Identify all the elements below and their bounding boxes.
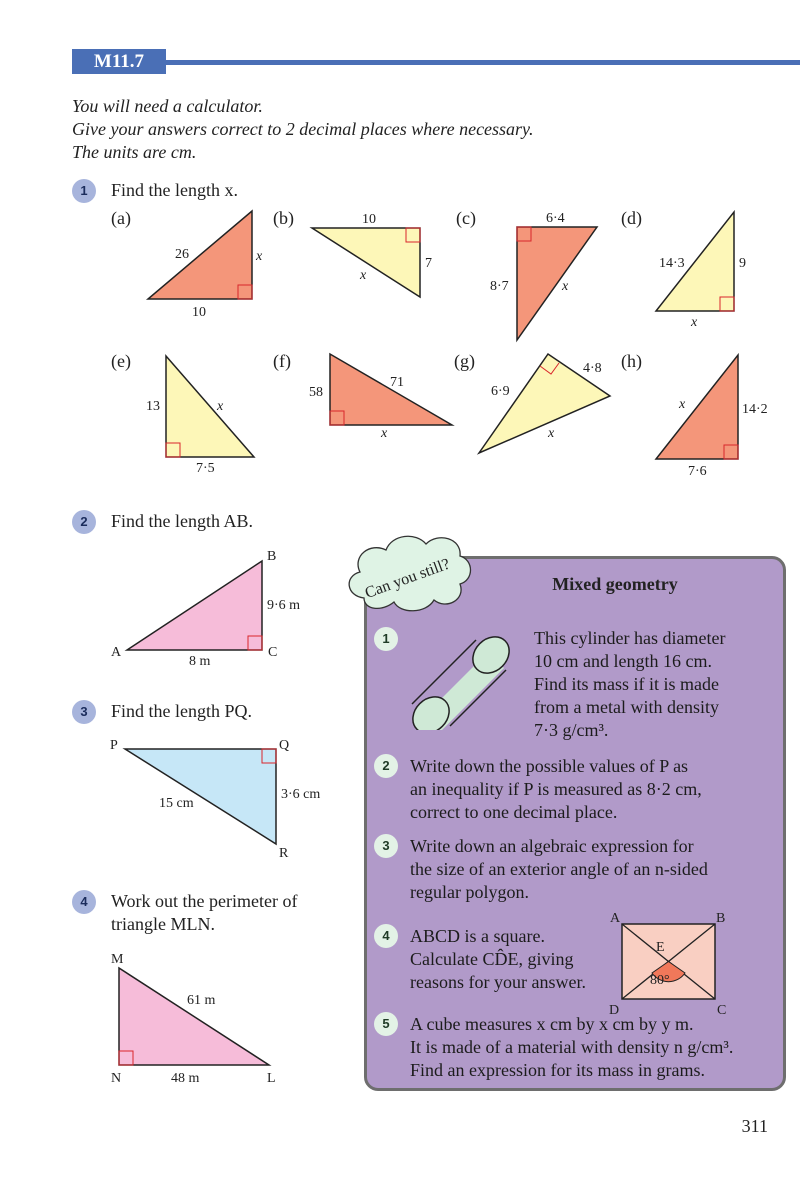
triangle-b: 10 7 x: [309, 212, 432, 299]
side-label: 26: [175, 247, 189, 262]
mixed-geometry-panel: [364, 556, 786, 1091]
side-label: x: [547, 426, 555, 441]
instruction-line: The units are cm.: [72, 142, 197, 162]
side-label: x: [678, 397, 686, 412]
cloud-badge: Can you still?: [348, 535, 472, 612]
vertex-label: B: [267, 549, 276, 564]
part-label: (c): [456, 208, 476, 228]
side-label: 7: [425, 256, 432, 271]
question-text: Find the length PQ.: [111, 701, 253, 721]
side-label: 14·3: [659, 256, 685, 271]
vertex-label: C: [268, 645, 277, 660]
side-label: 14·2: [742, 402, 768, 417]
side-label: 58: [309, 385, 323, 400]
panel-title: Mixed geometry: [552, 574, 678, 594]
triangle-abc: A B C 9·6 m 8 m: [111, 549, 300, 669]
item-number: 5: [374, 1012, 398, 1036]
triangle-g: 6·9 4·8 x: [476, 352, 612, 455]
question-text: Find the length x.: [111, 180, 238, 200]
vertex-label: P: [110, 738, 118, 753]
part-label: (a): [111, 208, 131, 228]
vertex-label: A: [610, 911, 621, 926]
item-text: A cube measures x cm by x cm by y m. It …: [410, 1014, 734, 1080]
item-text: This cylinder has diameter 10 cm and len…: [534, 628, 726, 740]
vertex-label: M: [111, 952, 124, 967]
item-number: 2: [374, 754, 398, 778]
side-label: 71: [390, 375, 404, 390]
question-number: 2: [72, 510, 96, 534]
square-diagram: A B C D E 80°: [609, 911, 726, 1016]
side-label: x: [216, 399, 224, 414]
vertex-label: A: [111, 645, 122, 660]
triangle-e: 13 x 7·5: [146, 353, 256, 476]
side-label: 6·9: [491, 384, 510, 399]
cylinder-diagram: [411, 636, 510, 730]
item-text: Write down an algebraic expression for t…: [410, 836, 708, 902]
part-label: (d): [621, 208, 642, 228]
triangle-mln: M N L 61 m 48 m: [111, 952, 276, 1086]
vertex-label: N: [111, 1071, 121, 1086]
part-label: (f): [273, 351, 291, 371]
part-label: (e): [111, 351, 131, 371]
part-label: (b): [273, 208, 294, 228]
item-text: Write down the possible values of P as a…: [410, 756, 702, 822]
side-label: 13: [146, 399, 160, 414]
question-text: Work out the perimeter of triangle MLN.: [111, 890, 298, 936]
vertex-label: B: [716, 911, 725, 926]
vertex-label: D: [609, 1003, 619, 1016]
question-line: triangle MLN.: [111, 914, 215, 934]
triangle-c: 6·4 8·7 x: [490, 211, 599, 343]
triangle-d: 14·3 9 x: [654, 209, 746, 330]
side-label: 8 m: [189, 654, 211, 669]
side-label: 48 m: [171, 1071, 200, 1086]
triangle-h: x 14·2 7·6: [654, 352, 768, 479]
part-label: (h): [621, 351, 642, 371]
vertex-label: L: [267, 1071, 276, 1086]
question-number: 4: [72, 890, 96, 914]
side-label: 10: [362, 212, 376, 227]
side-label: x: [380, 426, 388, 441]
question-text: Find the length AB.: [111, 511, 254, 531]
side-label: 7·5: [196, 461, 215, 476]
side-label: 9·6 m: [267, 598, 300, 613]
side-label: 10: [192, 305, 206, 320]
vertex-label: E: [656, 940, 665, 955]
side-label: 7·6: [688, 464, 707, 479]
vertex-label: Q: [279, 738, 289, 753]
part-label: (g): [454, 351, 475, 371]
side-label: 4·8: [583, 361, 602, 376]
side-label: x: [359, 268, 367, 283]
side-label: 15 cm: [159, 796, 194, 811]
question-number: 3: [72, 700, 96, 724]
vertex-label: C: [717, 1003, 726, 1016]
section-code: M11.7: [72, 49, 166, 74]
angle-label: 80°: [650, 973, 670, 988]
item-number: 1: [374, 627, 398, 651]
instruction-line: You will need a calculator.: [72, 96, 263, 116]
header-rule: [166, 60, 800, 65]
item-text: ABCD is a square. Calculate CD̂E, giving…: [410, 926, 586, 992]
question-line: Work out the perimeter of: [111, 891, 298, 911]
instruction-line: Give your answers correct to 2 decimal p…: [72, 119, 534, 139]
side-label: 3·6 cm: [281, 787, 320, 802]
triangle-a: 26 x 10: [145, 209, 263, 320]
side-label: 61 m: [187, 993, 216, 1008]
vertex-label: R: [279, 846, 289, 861]
question-number: 1: [72, 179, 96, 203]
side-label: 6·4: [546, 211, 565, 226]
side-label: 8·7: [490, 279, 509, 294]
instructions: You will need a calculator. Give your an…: [72, 95, 534, 164]
triangle-f: 58 71 x: [309, 352, 455, 441]
item-number: 4: [374, 924, 398, 948]
page-number: 311: [741, 1116, 768, 1136]
side-label: 9: [739, 256, 746, 271]
side-label: x: [690, 315, 698, 330]
side-label: x: [561, 279, 569, 294]
item-number: 3: [374, 834, 398, 858]
triangle-pqr: P Q R 15 cm 3·6 cm: [110, 738, 320, 861]
side-label: x: [255, 249, 263, 264]
